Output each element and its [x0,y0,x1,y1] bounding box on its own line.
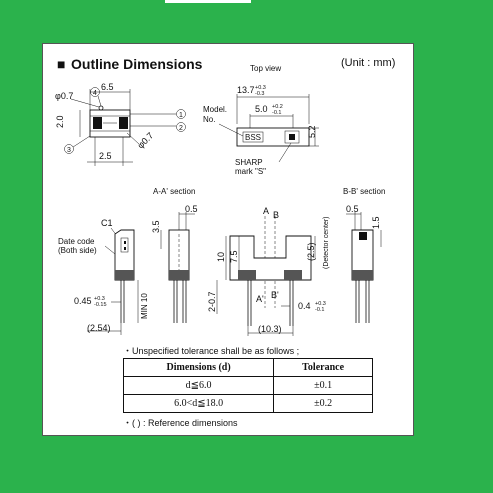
model-label-1: Model. [203,105,227,114]
dim-0-45-tol-minus: -0.15 [94,302,107,308]
table-cell: d≦6.0 [122,376,275,395]
dim-2-0: 2.0 [55,115,65,128]
dim-13-7-tol-plus: +0.3 [255,85,266,91]
marker-a: A [263,206,269,216]
marker-b-prime: B' [271,290,279,300]
emitter-window [93,117,102,129]
marker-a-prime: A' [256,294,264,304]
dim-0-5-bb: 0.5 [346,204,359,214]
model-label-2: No. [203,115,215,124]
table-cell: ±0.1 [273,376,373,395]
sharp-label-2: mark "S" [235,167,266,176]
pin-2-label: 2 [179,125,183,132]
sharp-mark-box [284,130,300,144]
dim-0-45-tol-plus: +0.3 [94,296,105,302]
pin-1-label: 1 [179,112,183,119]
dim-2-0-7: 2-0.7 [207,291,217,312]
table-cell: ±0.2 [273,394,373,413]
dim-7-5: 7.5 [229,250,239,263]
dim-2-54: (2.54) [87,323,111,333]
dim-5-0-tol-minus: -0.1 [272,110,281,116]
dim-6-5: 6.5 [101,82,114,92]
dim-0-5-aa: 0.5 [185,204,198,214]
datasheet-panel: ■ Outline Dimensions (Unit : mm) 1 2 3 4… [42,43,414,436]
pin-layout-sketch: 1 2 3 4 φ0.7 6.5 2.0 2.5 φ0.7 [55,82,186,166]
table-cell: 6.0<d≦18.0 [122,394,275,413]
table-header-row: Dimensions (d) Tolerance [122,358,373,377]
dim-5-0-tol-plus: +0.2 [272,104,283,110]
detector-center-label: (Detector center) [323,216,330,269]
col-header-dimensions: Dimensions (d) [122,358,275,377]
section-aa: A-A' section 0.5 3.5 [151,187,198,323]
dim-0-4-tol-minus: -0.1 [315,307,324,313]
dim-5-2: 5.2 [307,125,317,138]
section-bb-title: B-B' section [343,187,385,196]
table-row: 6.0<d≦18.0 ±0.2 [122,394,373,413]
dim-3-5: 3.5 [151,220,161,233]
unit-label: (Unit : mm) [341,57,395,69]
chamfer-c1: C1 [101,218,113,228]
pin-4-label: 4 [93,90,97,97]
model-code-box [242,131,264,143]
detector-window [119,117,128,129]
dim-phi07-top: φ0.7 [55,91,73,101]
dim-10-3: (10.3) [258,324,282,334]
col-header-tolerance: Tolerance [273,358,373,377]
side-view: Date code (Both side) C1 0.45 +0.3 -0.15… [58,218,149,335]
reference-dimensions-note: ・( ) : Reference dimensions [123,418,238,428]
dim-0-4: 0.4 [298,301,311,311]
dim-2-5-paren: (2.5) [306,242,316,261]
top-edge-strip [165,0,251,3]
dim-2-5: 2.5 [99,151,112,161]
front-body [229,235,312,281]
heading-marker: ■ [57,56,65,72]
section-aa-title: A-A' section [153,187,195,196]
date-code-label-2: (Both side) [58,246,97,255]
dim-1-5: 1.5 [371,216,381,229]
model-code: BSS [245,133,261,142]
top-view-title: Top view [250,64,281,73]
front-view: A B 10 7.5 2-0.7 (2.5) (Detector center)… [207,206,330,336]
top-view: Top view 13.7 +0.3 -0.3 5.0 +0.2 -0.1 BS… [203,64,319,176]
dim-13-7: 13.7 [237,85,255,95]
tolerance-table: Dimensions (d) Tolerance d≦6.0 ±0.1 6.0<… [122,358,373,413]
pin-3-label: 3 [67,147,71,154]
top-view-outline [236,127,310,147]
outline-drawing: ■ Outline Dimensions (Unit : mm) 1 2 3 4… [55,56,395,336]
page-title: Outline Dimensions [71,56,203,72]
dim-13-7-tol-minus: -0.3 [255,91,264,97]
dim-10: 10 [216,252,226,262]
dim-0-45: 0.45 [74,296,92,306]
tolerance-note: ・Unspecified tolerance shall be as follo… [123,346,300,356]
dim-5-0: 5.0 [255,104,268,114]
sharp-label-1: SHARP [235,158,263,167]
table-row: d≦6.0 ±0.1 [122,376,373,395]
section-bb: B-B' section 0.5 1.5 [343,187,385,323]
dim-min-10: MIN 10 [140,293,149,319]
marker-b: B [273,210,279,220]
dim-0-4-tol-plus: +0.3 [315,301,326,307]
date-code-label-1: Date code [58,237,95,246]
dim-phi07-bottom: φ0.7 [135,130,155,150]
